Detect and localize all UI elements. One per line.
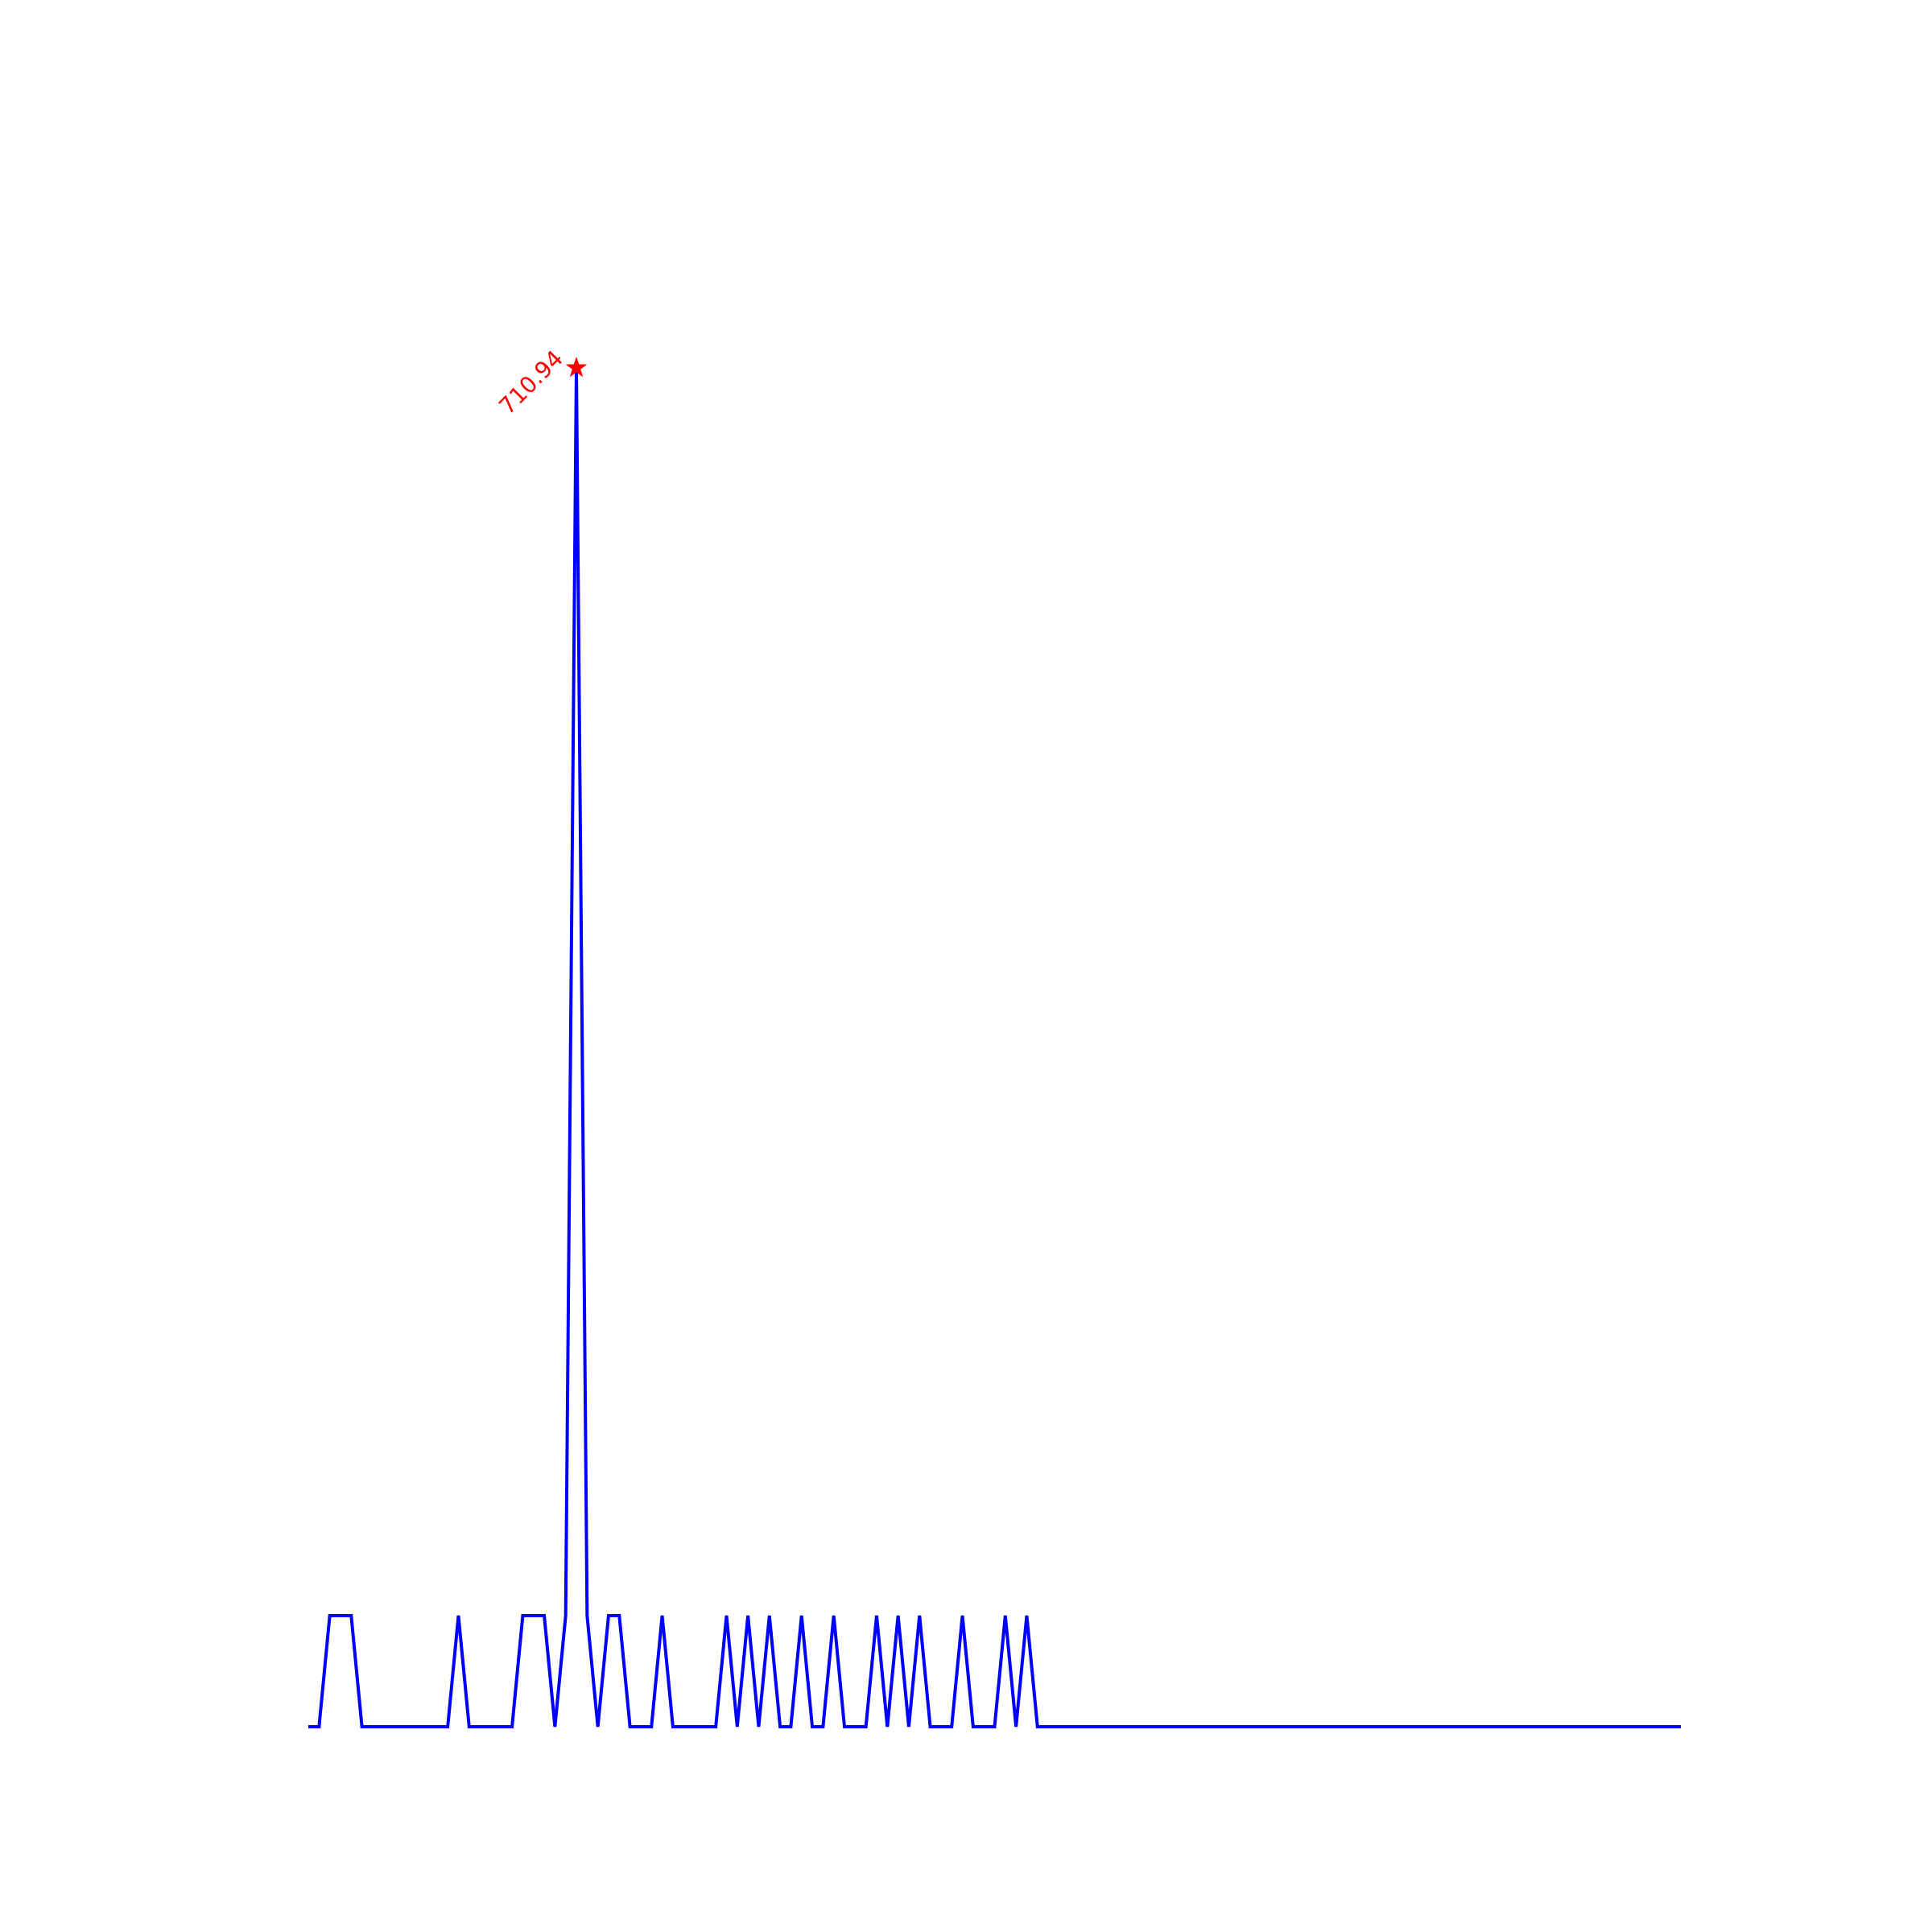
series-line [308,367,1681,1728]
annotation-layer: 710.94 [493,345,588,420]
peak-star-marker [565,357,588,378]
series-layer [308,367,1681,1728]
peak-value-label: 710.94 [493,345,568,420]
